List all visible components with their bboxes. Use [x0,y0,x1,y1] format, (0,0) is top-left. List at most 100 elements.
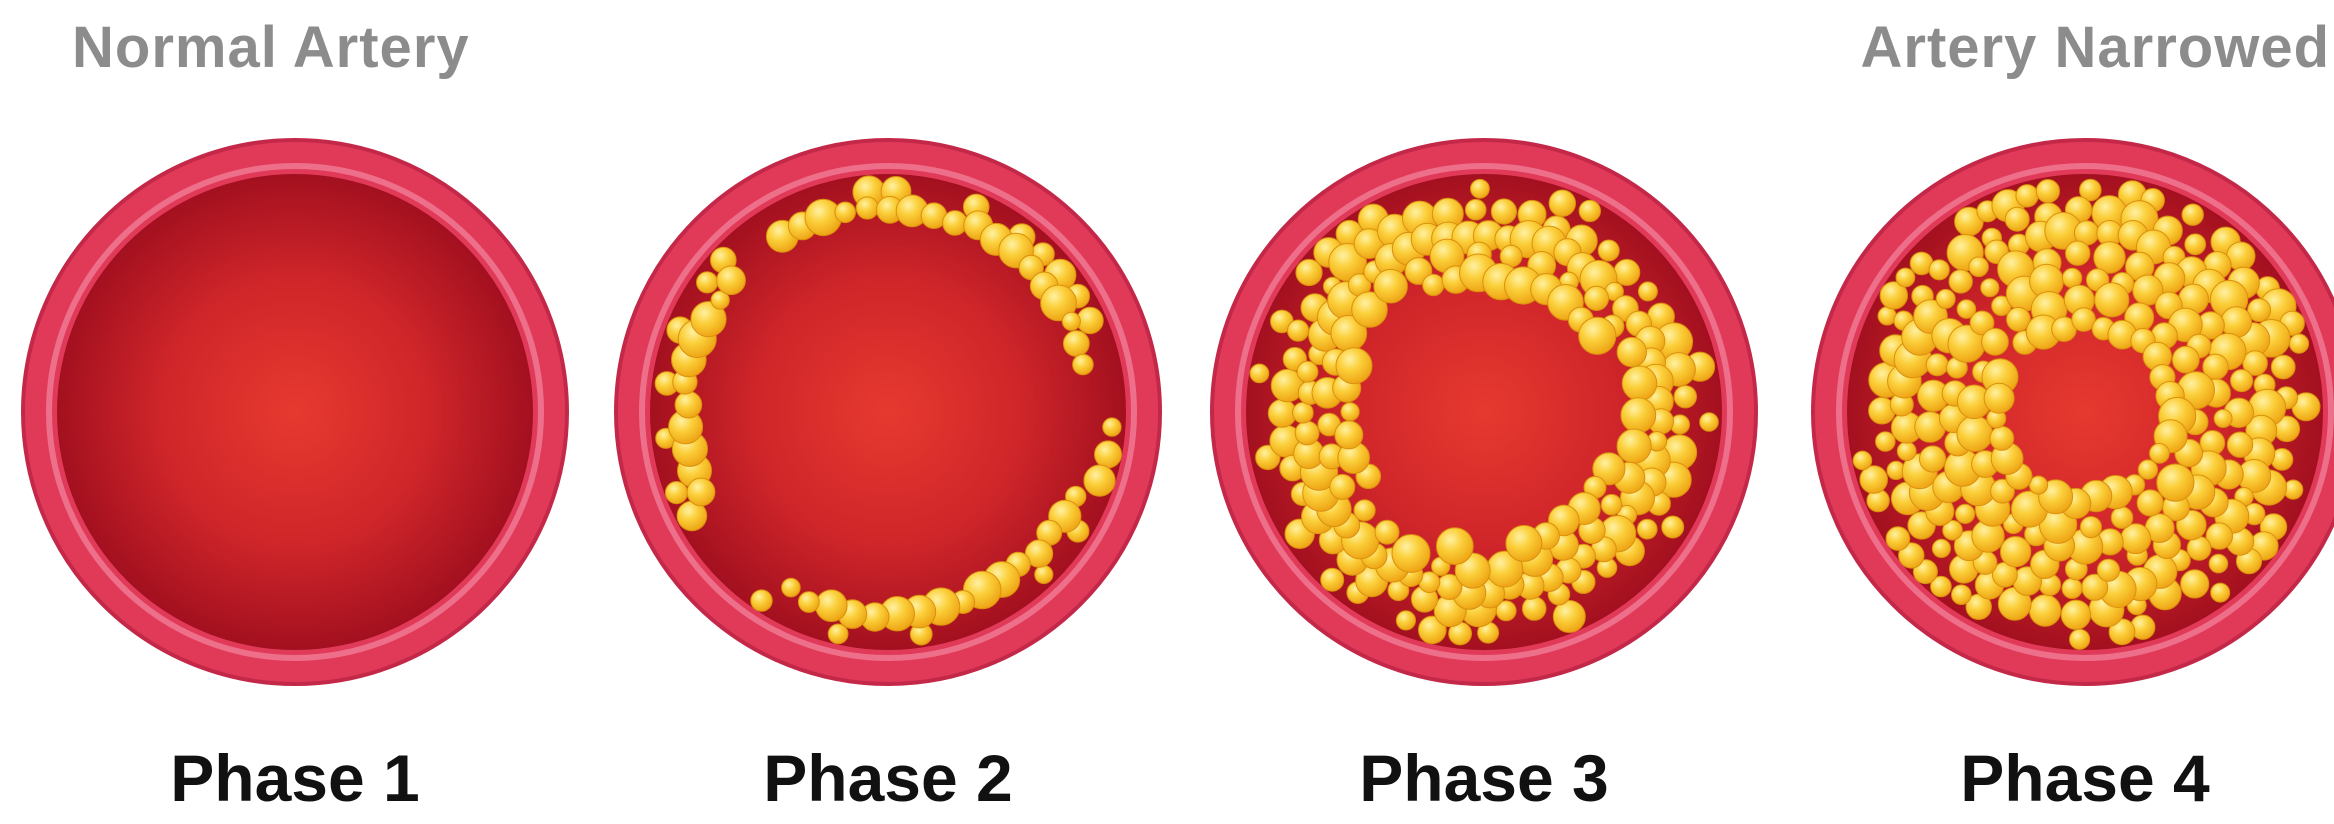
plaque-blob [1601,494,1622,515]
plaque-blob [1103,418,1121,436]
plaque-blob [1700,413,1719,432]
artery-cross-section-phase-2 [616,140,1160,684]
plaque-blob [816,590,848,622]
plaque-blob [2185,234,2206,255]
plaque-blob [1321,568,1344,591]
plaque-blob [1674,386,1696,408]
plaque-blob [1896,268,1915,287]
plaque-blob [2182,204,2203,225]
plaque-blob [675,391,702,418]
plaque-blob [1579,200,1600,221]
plaque-blob [2181,570,2209,598]
plaque-blob [1465,199,1486,220]
plaque-blob [856,197,878,219]
plaque-blob [1396,611,1415,630]
plaque-blob [1436,528,1473,565]
plaque-blob [1984,383,2014,413]
plaque-blob [1897,442,1916,461]
plaque-blob [1295,421,1319,445]
plaque-blob [2227,432,2252,457]
plaque-blob [1095,441,1122,468]
plaque-blob [2150,444,2170,464]
plaque-blob [1288,320,1309,341]
plaque-blob [1637,519,1657,539]
plaque-blob [1936,289,1955,308]
plaque-blob [1622,366,1657,401]
plaque-blob [798,592,819,613]
artery-cross-section-phase-4 [1813,140,2334,684]
plaque-blob [1969,257,1989,277]
plaque-blob [687,478,715,506]
plaque-blob [1293,402,1314,423]
plaque-blob [1638,282,1657,301]
phase-1-label: Phase 1 [75,740,515,816]
plaque-blob [751,590,772,611]
plaque-blob [1617,337,1646,366]
artery-lumen [650,174,1126,650]
artery-cross-section-phase-1 [23,140,567,684]
plaque-blob [1297,361,1318,382]
plaque-blob [2095,283,2129,317]
plaque-blob [1949,270,1972,293]
plaque-blob [2211,583,2230,602]
plaque-blob [2061,600,2090,629]
plaque-blob [1341,403,1359,421]
plaque-blob [2016,185,2038,207]
plaque-blob [665,482,687,504]
plaque-blob [1920,446,1946,472]
plaque-blob [1853,451,1872,470]
plaque-blob [2289,334,2308,353]
plaque-blob [1354,500,1375,521]
plaque-blob [1956,504,1975,523]
plaque-blob [1876,432,1896,452]
plaque-blob [717,266,746,295]
plaque-blob [2221,307,2252,338]
plaque-blob [2231,370,2253,392]
plaque-blob [1990,426,2014,450]
plaque-blob [1084,465,1115,496]
plaque-blob [2172,346,2199,373]
plaque-blob [1062,312,1080,330]
plaque-blob [1549,190,1575,216]
plaque-blob [1584,286,1608,310]
plaque-blob [1375,520,1399,544]
plaque-blob [1929,260,1949,280]
plaque-blob [1952,585,1972,605]
plaque-blob [2036,180,2059,203]
plaque-blob [1522,597,1546,621]
plaque-blob [782,578,801,597]
plaque-blob [2111,507,2133,529]
plaque-blob [1598,240,1619,261]
plaque-blob [2214,410,2232,428]
plaque-blob [1035,565,1053,583]
plaque-blob [1579,317,1616,354]
phase-3-label: Phase 3 [1264,740,1704,816]
plaque-blob [1614,259,1640,285]
plaque-blob [697,272,718,293]
plaque-blob [2137,490,2163,516]
plaque-blob [1335,421,1363,449]
plaque-blob [1471,179,1490,198]
phase-4-label: Phase 4 [1865,740,2305,816]
plaque-blob [1926,354,1948,376]
plaque-blob [2271,355,2295,379]
plaque-blob [1336,348,1372,384]
plaque-blob [2157,464,2194,501]
plaque-blob [1374,269,1408,303]
plaque-blob [2029,595,2060,626]
artery-lumen [57,174,533,650]
plaque-blob [1662,516,1684,538]
plaque-blob [2080,517,2101,538]
plaque-blob [1063,331,1089,357]
plaque-blob [1423,274,1444,295]
plaque-blob [2066,241,2090,265]
plaque-blob [1932,539,1950,557]
plaque-blob [2005,207,2029,231]
plaque-blob [1073,354,1094,375]
plaque-blob [1621,398,1656,433]
plaque-blob [2062,578,2082,598]
plaque-blob [1506,525,1542,561]
plaque-blob [2097,559,2119,581]
plaque-blob [1982,328,2009,355]
